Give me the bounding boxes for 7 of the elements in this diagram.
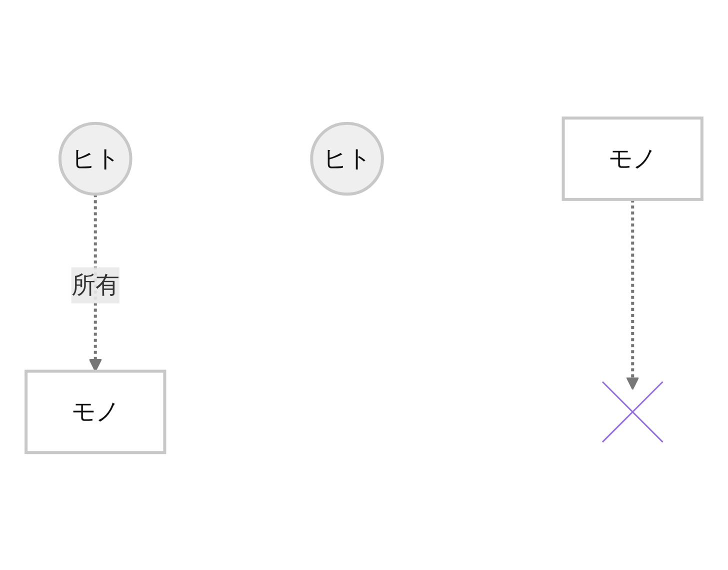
arrow (626, 199, 640, 390)
edge-label: 所有 (71, 270, 120, 299)
node-box: モノ (24, 369, 166, 454)
node-box: モノ (562, 116, 704, 201)
node-circle: ヒト (58, 122, 132, 196)
cross-mark (602, 380, 664, 442)
node-circle: ヒト (310, 122, 384, 196)
